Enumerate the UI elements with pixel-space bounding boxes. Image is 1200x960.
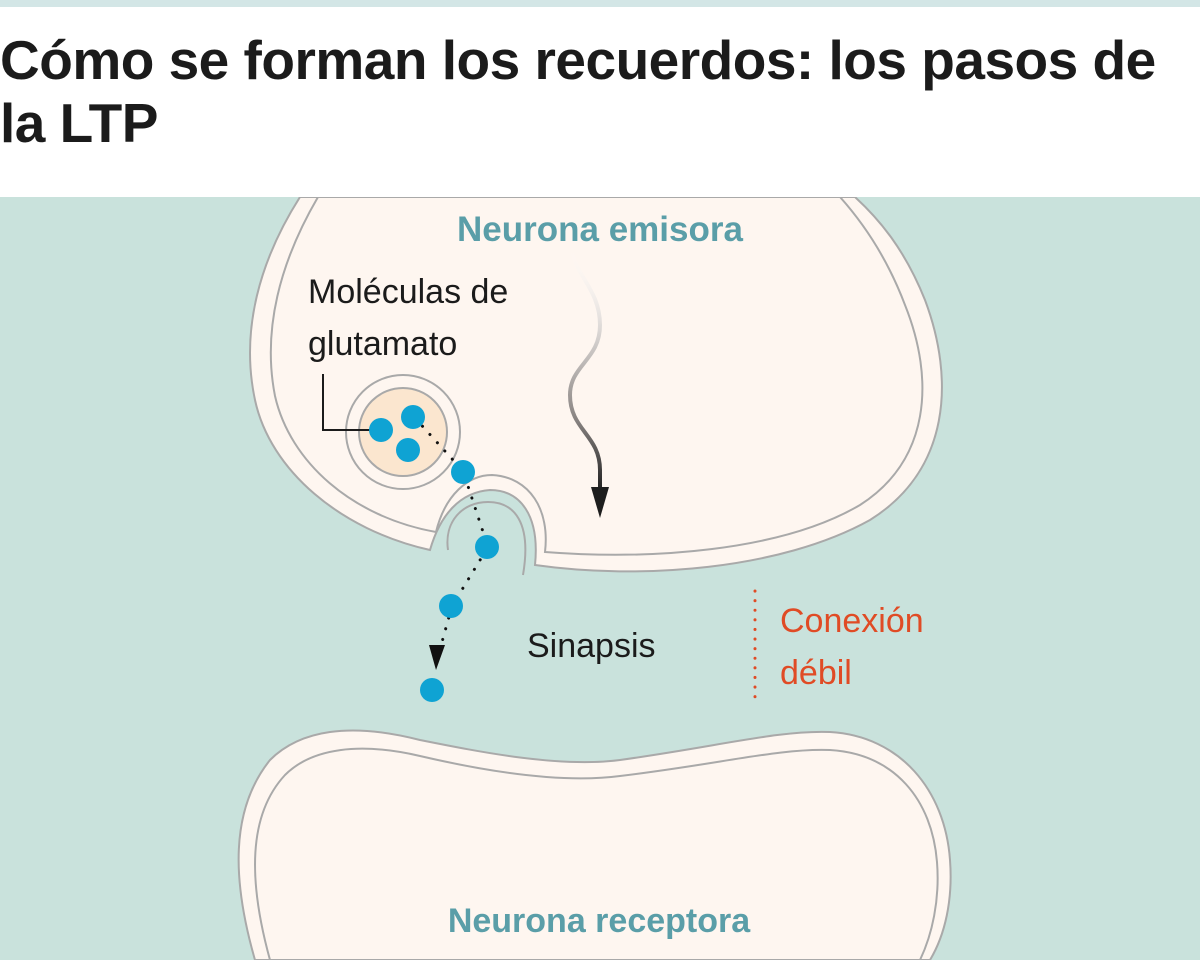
sending-neuron-inner-membrane: [269, 197, 924, 556]
fused-vesicle-membrane: [446, 500, 527, 576]
receiving-neuron-label: Neurona receptora: [448, 902, 751, 940]
receiving-neuron: [237, 729, 952, 960]
connection-label-line2: débil: [780, 654, 852, 692]
ltp-diagram: Neurona emisora Moléculas de glutamato S…: [0, 197, 1200, 960]
sending-neuron-outer-membrane: [249, 197, 943, 573]
glutamate-leader-line: [322, 374, 382, 431]
glutamate-molecule: [420, 678, 444, 702]
glutamate-molecule: [475, 535, 499, 559]
page-title: Cómo se forman los recuerdos: los pasos …: [0, 29, 1156, 154]
synapse-label: Sinapsis: [527, 627, 656, 665]
glutamate-molecule: [369, 418, 393, 442]
top-accent-strip: [0, 0, 1200, 7]
glutamate-molecule: [401, 405, 425, 429]
glutamate-label-line2: glutamato: [308, 325, 457, 363]
header: Cómo se forman los recuerdos: los pasos …: [0, 7, 1200, 197]
vesicle-core: [358, 387, 448, 477]
sending-neuron-label: Neurona emisora: [457, 210, 743, 249]
glutamate-label-line1: Moléculas de: [308, 273, 508, 311]
receiving-neuron-outer-membrane: [237, 729, 952, 960]
sending-neuron: [249, 197, 943, 579]
arrowhead-icon: [591, 487, 609, 518]
synaptic-vesicle: [345, 374, 461, 490]
glutamate-molecule: [451, 460, 475, 484]
receiving-neuron-inner-membrane: [254, 747, 939, 960]
glutamate-molecules: [369, 405, 499, 702]
release-arrowhead-icon: [429, 645, 445, 670]
electrical-signal-arrow: [567, 248, 609, 518]
connection-label-line1: Conexión: [780, 602, 924, 640]
glutamate-molecule: [396, 438, 420, 462]
glutamate-molecule: [439, 594, 463, 618]
